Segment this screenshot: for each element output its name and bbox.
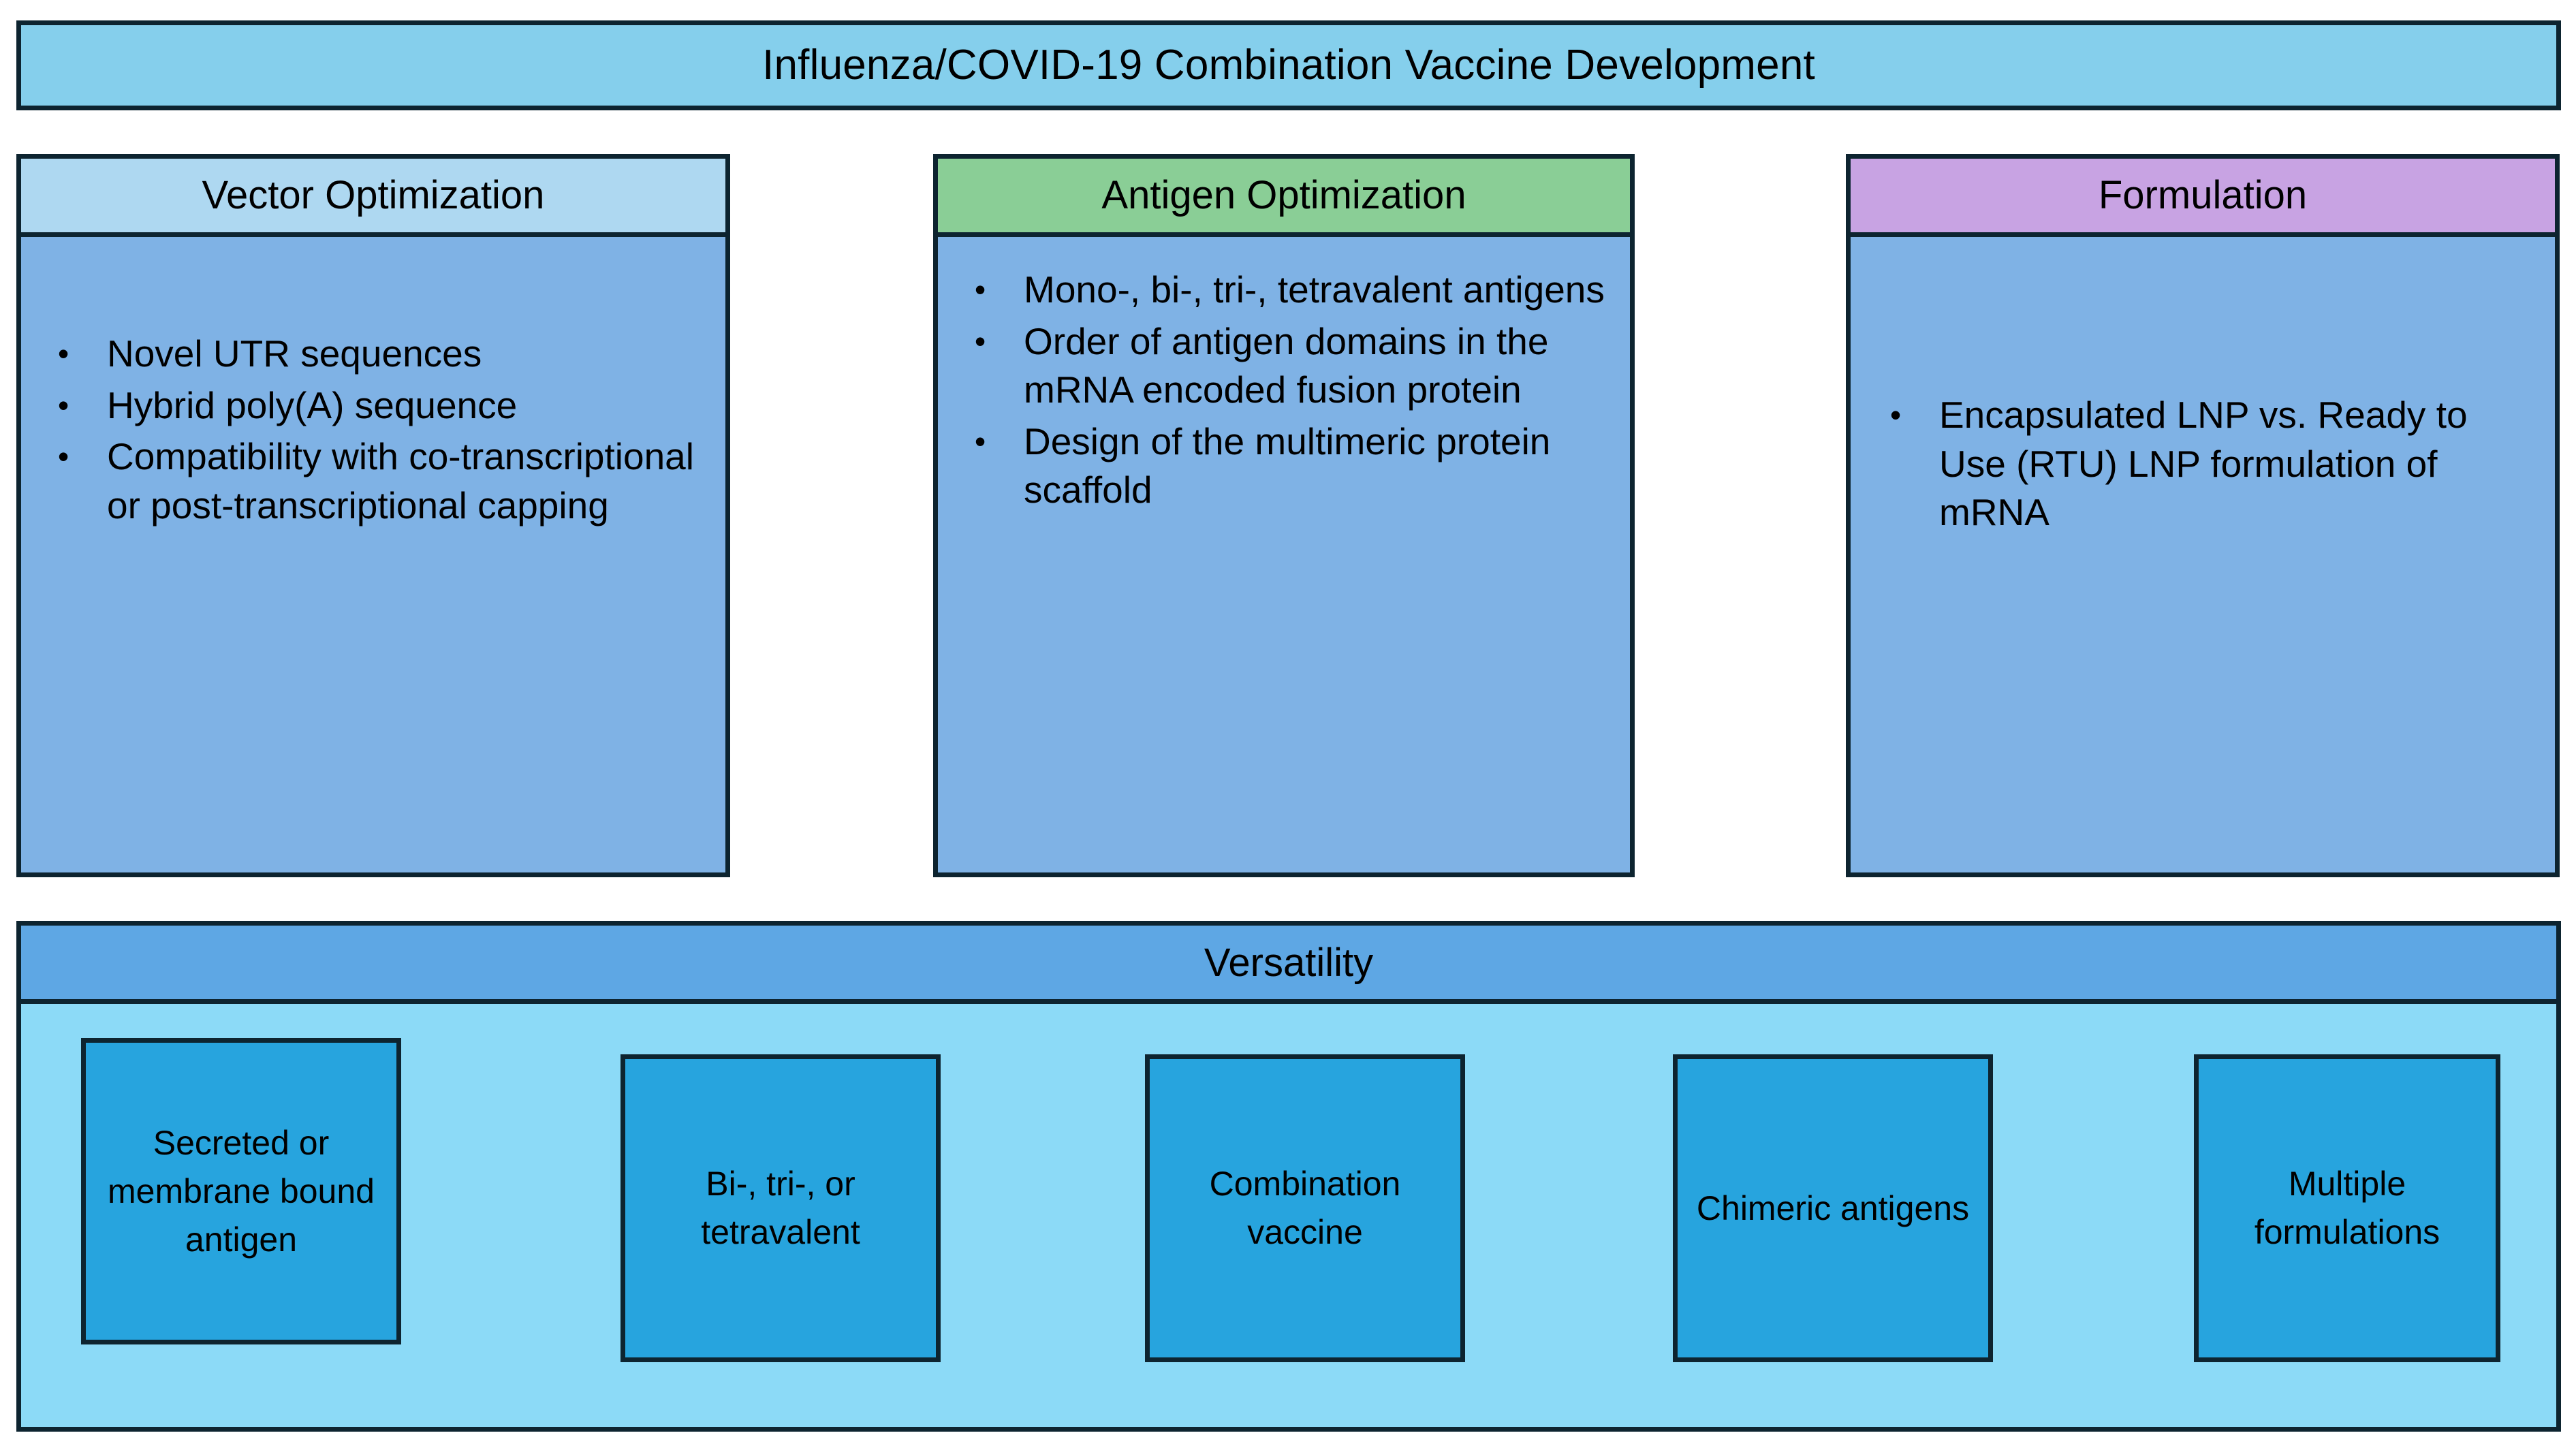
versatility-chip: Chimeric antigens bbox=[1673, 1054, 1993, 1362]
versatility-header-bar: Versatility bbox=[16, 921, 2561, 1004]
pillar-antigen-optimization-title: Antigen Optimization bbox=[1101, 172, 1466, 217]
versatility-panel: Secreted or membrane bound antigen Bi-, … bbox=[16, 1004, 2561, 1432]
pillar-formulation: Formulation Encapsulated LNP vs. Ready t… bbox=[1846, 154, 2560, 877]
pillar-antigen-optimization-header: Antigen Optimization bbox=[933, 154, 1635, 237]
bullet-item: Hybrid poly(A) sequence bbox=[50, 381, 698, 430]
pillar-antigen-optimization: Antigen Optimization Mono-, bi-, tri-, t… bbox=[933, 154, 1635, 877]
pillar-vector-optimization-bullet-list: Novel UTR sequences Hybrid poly(A) seque… bbox=[21, 237, 725, 530]
bullet-item: Order of antigen domains in the mRNA enc… bbox=[967, 317, 1605, 415]
versatility-chip: Bi-, tri-, or tetravalent bbox=[621, 1054, 941, 1362]
bullet-item: Design of the multimeric protein scaffol… bbox=[967, 418, 1605, 515]
versatility-chip: Combination vaccine bbox=[1145, 1054, 1465, 1362]
versatility-title: Versatility bbox=[1204, 940, 1374, 985]
pillar-formulation-bullet-list: Encapsulated LNP vs. Ready to Use (RTU) … bbox=[1851, 237, 2555, 537]
pillar-vector-optimization-title: Vector Optimization bbox=[202, 172, 545, 217]
pillar-antigen-optimization-bullet-list: Mono-, bi-, tri-, tetravalent antigens O… bbox=[938, 237, 1630, 515]
bullet-item: Encapsulated LNP vs. Ready to Use (RTU) … bbox=[1882, 391, 2526, 537]
bullet-item: Novel UTR sequences bbox=[50, 330, 698, 379]
pillar-vector-optimization-header: Vector Optimization bbox=[16, 154, 730, 237]
diagram-title-label: Influenza/COVID-19 Combination Vaccine D… bbox=[762, 41, 1815, 89]
pillar-formulation-body: Encapsulated LNP vs. Ready to Use (RTU) … bbox=[1846, 237, 2560, 877]
versatility-chip: Multiple formulations bbox=[2194, 1054, 2500, 1362]
pillar-antigen-optimization-body: Mono-, bi-, tri-, tetravalent antigens O… bbox=[933, 237, 1635, 877]
pillar-vector-optimization-body: Novel UTR sequences Hybrid poly(A) seque… bbox=[16, 237, 730, 877]
bullet-item: Mono-, bi-, tri-, tetravalent antigens bbox=[967, 266, 1605, 315]
versatility-chip: Secreted or membrane bound antigen bbox=[81, 1038, 401, 1344]
bullet-item: Compatibility with co-transcriptional or… bbox=[50, 432, 698, 530]
pillar-formulation-header: Formulation bbox=[1846, 154, 2560, 237]
pillar-vector-optimization: Vector Optimization Novel UTR sequences … bbox=[16, 154, 730, 877]
pillar-formulation-title: Formulation bbox=[2098, 172, 2308, 217]
diagram-title-banner: Influenza/COVID-19 Combination Vaccine D… bbox=[16, 20, 2561, 110]
